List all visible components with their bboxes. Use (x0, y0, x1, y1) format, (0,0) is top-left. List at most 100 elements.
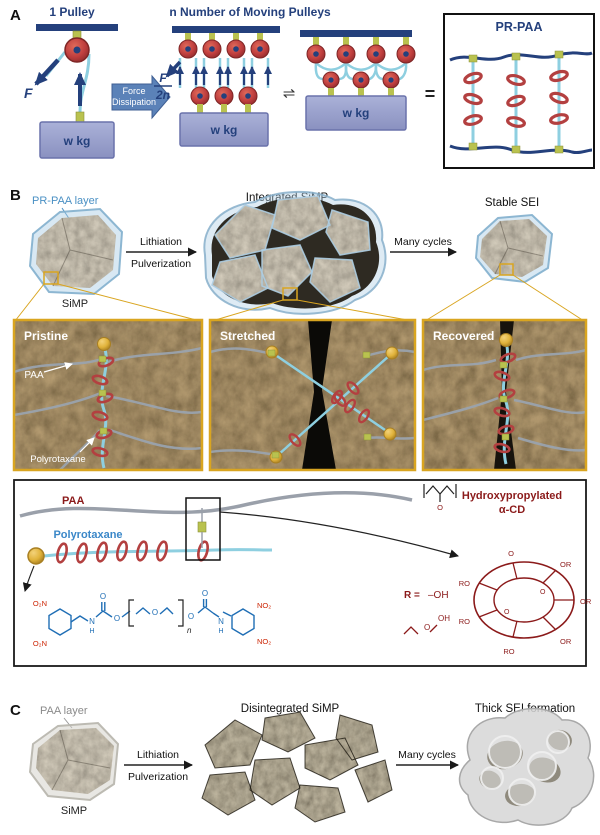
svg-text:NO₂: NO₂ (257, 601, 271, 610)
ball-to-structure-arrow (22, 565, 35, 592)
olive-link (197, 521, 207, 533)
simp-particle-paa (28, 721, 120, 802)
bottom-pulleys (322, 71, 400, 96)
top-pulleys (178, 33, 270, 59)
cd-rings (463, 69, 569, 128)
svg-text:N: N (218, 617, 224, 626)
olive-links (267, 349, 372, 459)
pulverization-label: Pulverization (128, 771, 188, 783)
svg-text:RO: RO (503, 647, 514, 656)
cd-coil-rings (56, 540, 209, 564)
svg-text:RO: RO (459, 617, 470, 626)
paa-pointer (43, 362, 73, 373)
disintegrated-title: Disintegrated SiMP (241, 703, 340, 715)
thick-sei-blob (458, 707, 595, 826)
r-equals: R = (404, 590, 420, 601)
stable-particle (474, 213, 554, 284)
svg-text:O: O (188, 612, 194, 621)
many-cycles-label: Many cycles (394, 236, 452, 248)
svg-text:O: O (540, 589, 546, 596)
force-arrow (34, 58, 60, 86)
olive-links (98, 355, 108, 435)
paa-chem-label: PAA (62, 495, 84, 507)
multi-pulley-slack-diagram: w kg (300, 30, 416, 131)
svg-text:O: O (152, 608, 158, 617)
box-frame (443, 13, 595, 169)
crack (302, 320, 336, 470)
paa-repeat-unit (423, 484, 457, 502)
equals-symbol: = (425, 84, 436, 104)
axle-structure: N H O O O O O N H n O₂N O₂N NO₂ NO₂ (33, 589, 271, 648)
simp-label: SiMP (62, 298, 88, 310)
step1-arrow: Lithiation Pulverization (126, 236, 197, 270)
sei-shells (480, 730, 570, 806)
dissipation-text-1: Force (122, 86, 145, 96)
svg-text:OR: OR (560, 637, 572, 646)
pin (75, 111, 85, 123)
fragment-outlines (201, 711, 393, 823)
force-fraction-arrow (165, 60, 182, 78)
dissipation-text-2: Dissipation (112, 97, 156, 107)
disintegrated-fragments (201, 711, 393, 823)
cd-ring-labels: OR OR RO RO RO O OR O O (459, 549, 592, 656)
equilibrium-symbol: ⇌ (283, 85, 296, 102)
ether-o: O (424, 623, 430, 632)
many-cycles-label: Many cycles (398, 749, 456, 761)
acd-label: α-CD (499, 504, 525, 516)
rock-facets (51, 729, 111, 791)
panel-c: C PAA layer SiMP Lithiation Pulverizatio… (10, 702, 595, 826)
lithiation-label: Lithiation (137, 749, 179, 761)
polyrotaxane-chem-label: Polyrotaxane (53, 529, 122, 541)
ceiling-bar (172, 26, 280, 33)
hydroxyl-oh: OH (438, 614, 450, 623)
hydroxypropylated-label: Hydroxypropylated (462, 490, 562, 502)
alpha-cd-macrocycle (473, 561, 575, 639)
simp-label: SiMP (61, 805, 87, 817)
svg-text:O₂N: O₂N (33, 639, 47, 648)
panel-border (208, 318, 417, 472)
top-pulleys (306, 44, 416, 64)
fragment-coatings (211, 195, 371, 303)
cd-rings (91, 356, 115, 458)
zoom-region-box (43, 271, 59, 285)
paa-chain (19, 491, 413, 518)
paa-chain-bottom (449, 144, 593, 155)
weight-box (179, 112, 269, 147)
pristine-title: Pristine (24, 329, 68, 343)
ropes (178, 58, 270, 88)
step1-arrow: Lithiation Pulverization (124, 749, 193, 783)
panel-b-label: B (10, 187, 21, 204)
svg-text:O: O (504, 609, 510, 616)
svg-text:RO: RO (459, 579, 470, 588)
hydroxypropyl-option (403, 624, 438, 635)
weight-label: w kg (210, 123, 238, 137)
slack-ropes (314, 62, 408, 81)
stopper-ball (499, 333, 513, 347)
olive-links (499, 361, 510, 441)
step2-arrow: Many cycles (390, 236, 457, 257)
pulverization-label: Pulverization (131, 258, 191, 270)
chemistry-box: PAA Polyrotaxane Hydroxypropylated α-CD … (13, 479, 592, 667)
prpaa-box-title: PR-PAA (496, 20, 543, 34)
weight-label: w kg (342, 106, 370, 120)
panel-a: A 1 Pulley F w kg Force Dissipation n Nu… (10, 5, 595, 169)
multi-pulley-taut-diagram: F 2n w kg (154, 26, 280, 147)
svg-text:O: O (100, 592, 106, 601)
repeat-n: n (187, 626, 192, 635)
fraction-numerator: F (159, 71, 167, 85)
ceiling-bar (300, 30, 412, 37)
zoom-panel-stretched: Stretched (208, 318, 417, 472)
svg-text:H: H (89, 628, 94, 635)
ceiling-bar (36, 24, 118, 31)
force-label: F (24, 85, 33, 101)
repeat-brackets (128, 599, 184, 627)
svg-text:NO₂: NO₂ (257, 637, 271, 646)
panel-a-label: A (10, 7, 21, 24)
stretched-chain (273, 352, 389, 434)
zoom-panel-recovered: Recovered (421, 318, 588, 472)
panel-c-label: C (10, 702, 21, 719)
weight-box (305, 95, 407, 131)
svg-text:O: O (114, 614, 120, 623)
